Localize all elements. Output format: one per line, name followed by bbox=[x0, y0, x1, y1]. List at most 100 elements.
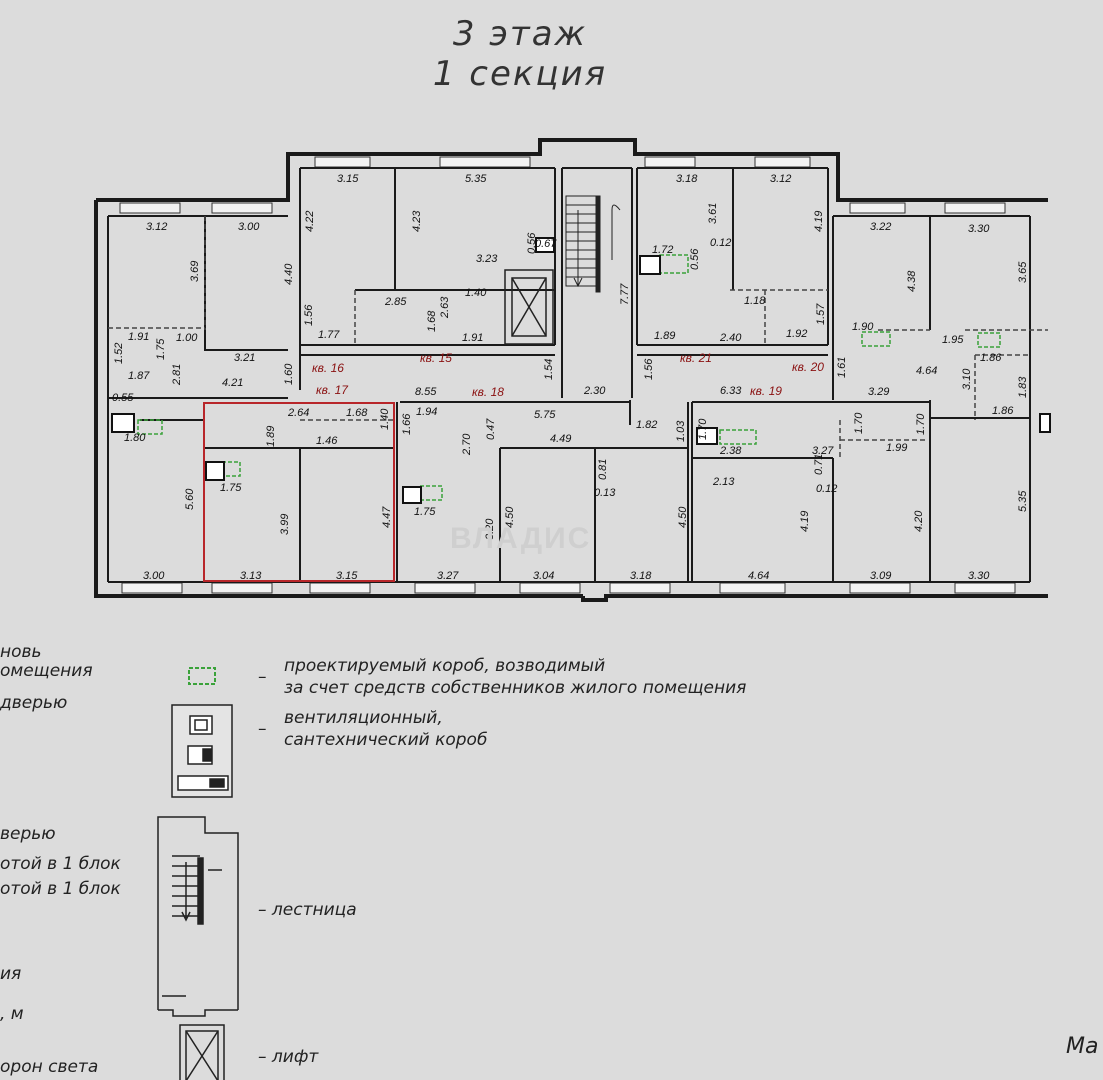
dim-label: 3.20 bbox=[484, 518, 496, 540]
cut-legend-text: ия bbox=[0, 964, 22, 984]
dim-label: 1.86 bbox=[992, 405, 1014, 417]
dim-label: 1.75 bbox=[414, 506, 436, 518]
dim-label: 0.12 bbox=[816, 483, 837, 495]
dim-label: 5.35 bbox=[1017, 490, 1029, 512]
outer-walls bbox=[94, 138, 1048, 602]
dim-label: 0.56 bbox=[526, 232, 538, 254]
dim-label: 1.18 bbox=[744, 295, 766, 307]
dim-label: 1.77 bbox=[318, 329, 340, 341]
dim-label: 0.81 bbox=[597, 459, 609, 480]
dim-label: 2.38 bbox=[719, 445, 742, 457]
dim-label: 0.56 bbox=[689, 248, 701, 270]
legend-dash: – bbox=[258, 719, 267, 739]
dim-label: 3.99 bbox=[279, 514, 291, 535]
dim-label: 4.19 bbox=[813, 211, 825, 232]
dim-label: 3.09 bbox=[870, 570, 891, 582]
legend-text-vent-shaft: вентиляционный, сантехнический короб bbox=[284, 707, 487, 751]
apartment-label-17: кв. 17 bbox=[316, 383, 349, 397]
dim-label: 3.15 bbox=[336, 570, 358, 582]
apartment-label-16: кв. 16 bbox=[312, 361, 344, 375]
corner-text: Ма bbox=[1066, 1034, 1099, 1059]
dim-label: 3.27 bbox=[437, 570, 459, 582]
dim-label: 0.12 bbox=[710, 237, 731, 249]
dim-label: 1.82 bbox=[636, 419, 657, 431]
apartment-label-15: кв. 15 bbox=[420, 351, 452, 365]
dim-label: 1.54 bbox=[543, 359, 555, 380]
dim-label: 1.68 bbox=[346, 407, 368, 419]
dim-label: 1.56 bbox=[643, 358, 655, 380]
dim-label: 3.10 bbox=[961, 368, 973, 390]
dim-label: 1.03 bbox=[675, 420, 687, 442]
dim-label: 1.68 bbox=[426, 310, 438, 332]
dim-label: 4.22 bbox=[304, 211, 316, 232]
dim-label: 4.21 bbox=[222, 377, 243, 389]
dim-label: 3.12 bbox=[770, 173, 791, 185]
legend-text-projected-box: проектируемый короб, возводимый за счет … bbox=[284, 655, 746, 699]
interior-walls bbox=[107, 167, 1031, 583]
dim-label: 4.64 bbox=[748, 570, 769, 582]
cut-legend-text: новь bbox=[0, 642, 42, 662]
dim-label: 3.30 bbox=[968, 570, 990, 582]
dim-label: 1.72 bbox=[652, 244, 673, 256]
legend-symbols bbox=[157, 667, 239, 1080]
dim-label: 5.60 bbox=[184, 488, 196, 510]
legend-text-stairs: – лестница bbox=[258, 900, 357, 920]
apartment-label-21: кв. 21 bbox=[680, 351, 712, 365]
dim-label: 1.91 bbox=[462, 332, 483, 344]
dim-label: 1.52 bbox=[113, 343, 125, 364]
dim-label: 6.33 bbox=[720, 385, 742, 397]
dim-label: 4.50 bbox=[504, 506, 516, 528]
legend-green-box-icon bbox=[188, 667, 216, 685]
dim-label: 1.46 bbox=[316, 435, 338, 447]
dim-label: 5.35 bbox=[465, 173, 487, 185]
dim-label: 7.77 bbox=[619, 283, 631, 305]
apartment-label-20: кв. 20 bbox=[792, 360, 824, 374]
apartment-labels: кв. 16 кв. 17 кв. 18 кв. 15 кв. 21 кв. 2… bbox=[312, 351, 824, 399]
dim-label: 1.99 bbox=[886, 442, 907, 454]
cut-legend-text: отой в 1 блок bbox=[0, 879, 121, 899]
dim-label: 1.91 bbox=[128, 331, 149, 343]
dim-label: 1.70 bbox=[915, 413, 927, 435]
dim-label: 3.22 bbox=[870, 221, 891, 233]
dim-label: 1.95 bbox=[942, 334, 964, 346]
apartment-label-19: кв. 19 bbox=[750, 384, 782, 398]
dim-label: 1.40 bbox=[465, 287, 487, 299]
cut-legend-text: отой в 1 блок bbox=[0, 854, 121, 874]
dim-label: 3.27 bbox=[812, 445, 834, 457]
dimension-labels: 3.12 3.00 3.15 5.35 3.18 3.12 3.22 3.30 … bbox=[112, 173, 1029, 582]
legend-line: за счет средств собственников жилого пом… bbox=[284, 678, 747, 698]
dim-label: 2.30 bbox=[583, 385, 606, 397]
dim-label: 1.60 bbox=[283, 363, 295, 385]
dim-label: 3.21 bbox=[234, 352, 255, 364]
dim-label: 1.70 bbox=[853, 412, 865, 434]
dim-label: 4.19 bbox=[799, 511, 811, 532]
dim-label: 3.00 bbox=[238, 221, 260, 233]
dim-label: 1.89 bbox=[654, 330, 675, 342]
dim-label: 4.38 bbox=[906, 270, 918, 292]
apartment-label-18: кв. 18 bbox=[472, 385, 504, 399]
dim-label: 1.94 bbox=[416, 406, 437, 418]
watermark: ВЛАДИС bbox=[450, 522, 592, 555]
vent-shafts bbox=[111, 237, 1051, 504]
dim-label: 4.23 bbox=[411, 210, 423, 232]
dim-label: 4.64 bbox=[916, 365, 937, 377]
dim-label: 4.50 bbox=[677, 506, 689, 528]
dim-label: 3.18 bbox=[630, 570, 652, 582]
dim-label: 3.29 bbox=[868, 386, 889, 398]
dim-label: 3.30 bbox=[968, 223, 990, 235]
dim-label: 2.64 bbox=[287, 407, 309, 419]
legend-line: проектируемый короб, возводимый bbox=[284, 656, 606, 676]
stair-symbol bbox=[565, 195, 621, 293]
dim-label: 2.81 bbox=[171, 364, 183, 386]
dim-label: 2.40 bbox=[719, 332, 742, 344]
dim-label: 1.66 bbox=[401, 413, 413, 435]
dim-label: 1.86 bbox=[980, 352, 1002, 364]
section-title: 1 секция bbox=[432, 54, 608, 94]
dim-label: 3.65 bbox=[1017, 261, 1029, 283]
dim-label: 4.49 bbox=[550, 433, 571, 445]
dim-label: 3.23 bbox=[476, 253, 498, 265]
legend-elevator-icon bbox=[179, 1024, 225, 1080]
dim-label: 3.15 bbox=[337, 173, 359, 185]
dim-label: 1.70 bbox=[697, 418, 709, 440]
